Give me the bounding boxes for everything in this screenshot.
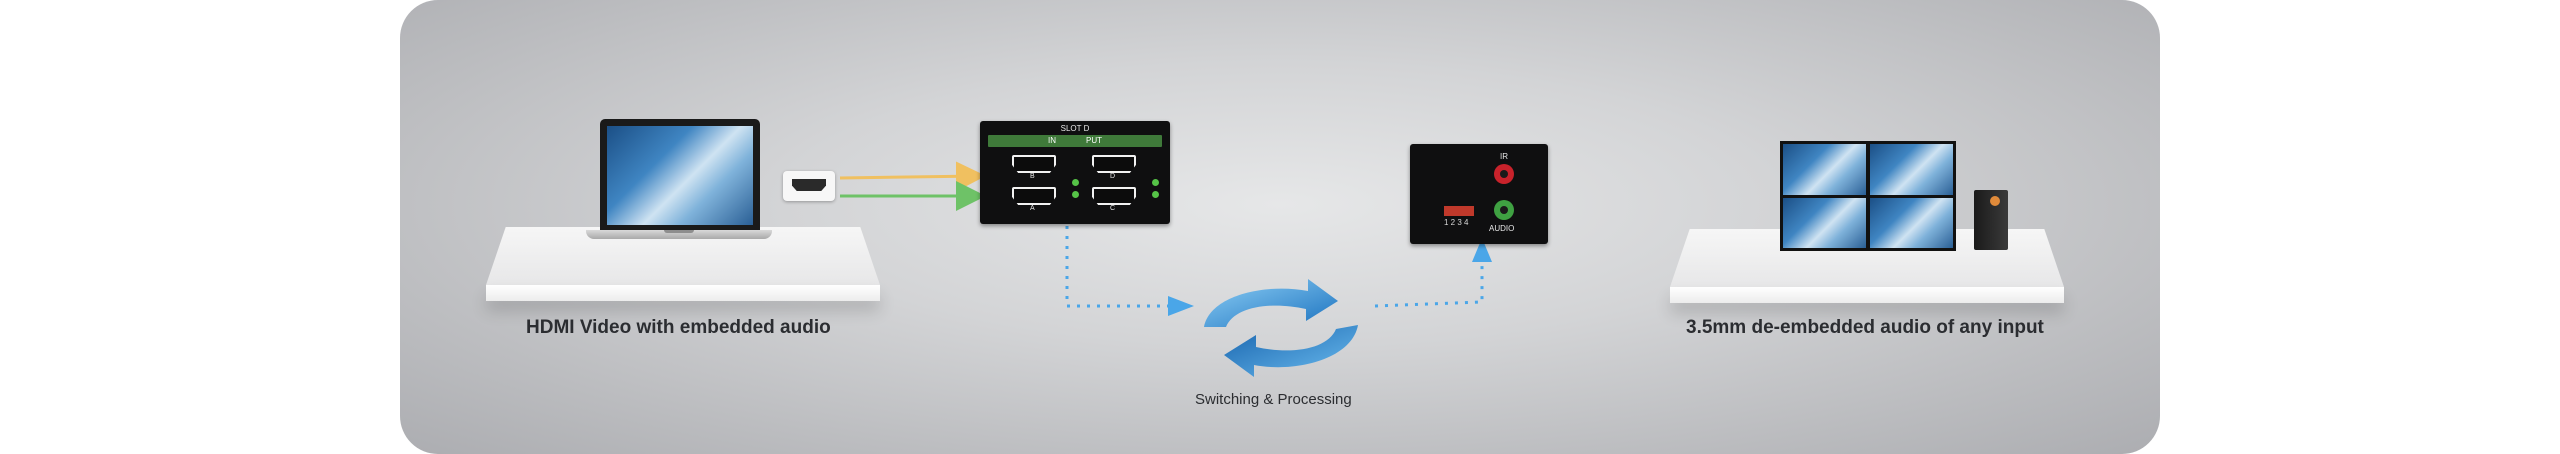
video-wall-icon (1780, 141, 1956, 251)
hdmi-input-module: SLOT D IN PUT B D A C (980, 121, 1170, 224)
port-label-d: D (1110, 173, 1116, 180)
port-label-c: C (1110, 205, 1116, 212)
hdmi-port-a (1012, 187, 1056, 205)
hdmi-port-c (1092, 187, 1136, 205)
audio-output-module: 1 2 3 4 IR AUDIO (1410, 144, 1548, 244)
dip-switch (1444, 206, 1474, 216)
status-led (1152, 191, 1159, 198)
status-led (1072, 191, 1079, 198)
flow-arrow-up (1472, 238, 1492, 262)
ir-label: IR (1500, 152, 1508, 161)
audio-jack (1494, 200, 1514, 220)
dotted-flow-down (1065, 226, 1168, 308)
module-title: SLOT D (1060, 124, 1090, 133)
audio-label: AUDIO (1489, 224, 1515, 233)
port-label-a: A (1030, 205, 1035, 212)
video-line (839, 161, 986, 192)
hdmi-port-b (1012, 155, 1056, 173)
status-led (1152, 179, 1159, 186)
dotted-flow-up (1374, 258, 1484, 308)
caption-processing: Switching & Processing (1195, 391, 1352, 408)
module-header-bar (988, 135, 1162, 147)
diagram-panel: SLOT D IN PUT B D A C (400, 0, 2160, 454)
speaker-icon (1974, 190, 2008, 250)
dip-numbers: 1 2 3 4 (1444, 218, 1469, 227)
circular-arrows-icon (1204, 279, 1358, 377)
ir-jack (1494, 164, 1514, 184)
port-label-b: B (1030, 173, 1035, 180)
laptop-icon (586, 119, 772, 245)
out-label: PUT (1086, 136, 1102, 145)
hdmi-plug-icon (783, 171, 835, 201)
connection-lines (839, 161, 1492, 316)
caption-source: HDMI Video with embedded audio (526, 317, 831, 338)
status-led (1072, 179, 1079, 186)
flow-arrow-right (1168, 296, 1194, 316)
caption-output: 3.5mm de-embedded audio of any input (1686, 317, 2044, 338)
in-label: IN (1048, 136, 1056, 145)
hdmi-port-d (1092, 155, 1136, 173)
